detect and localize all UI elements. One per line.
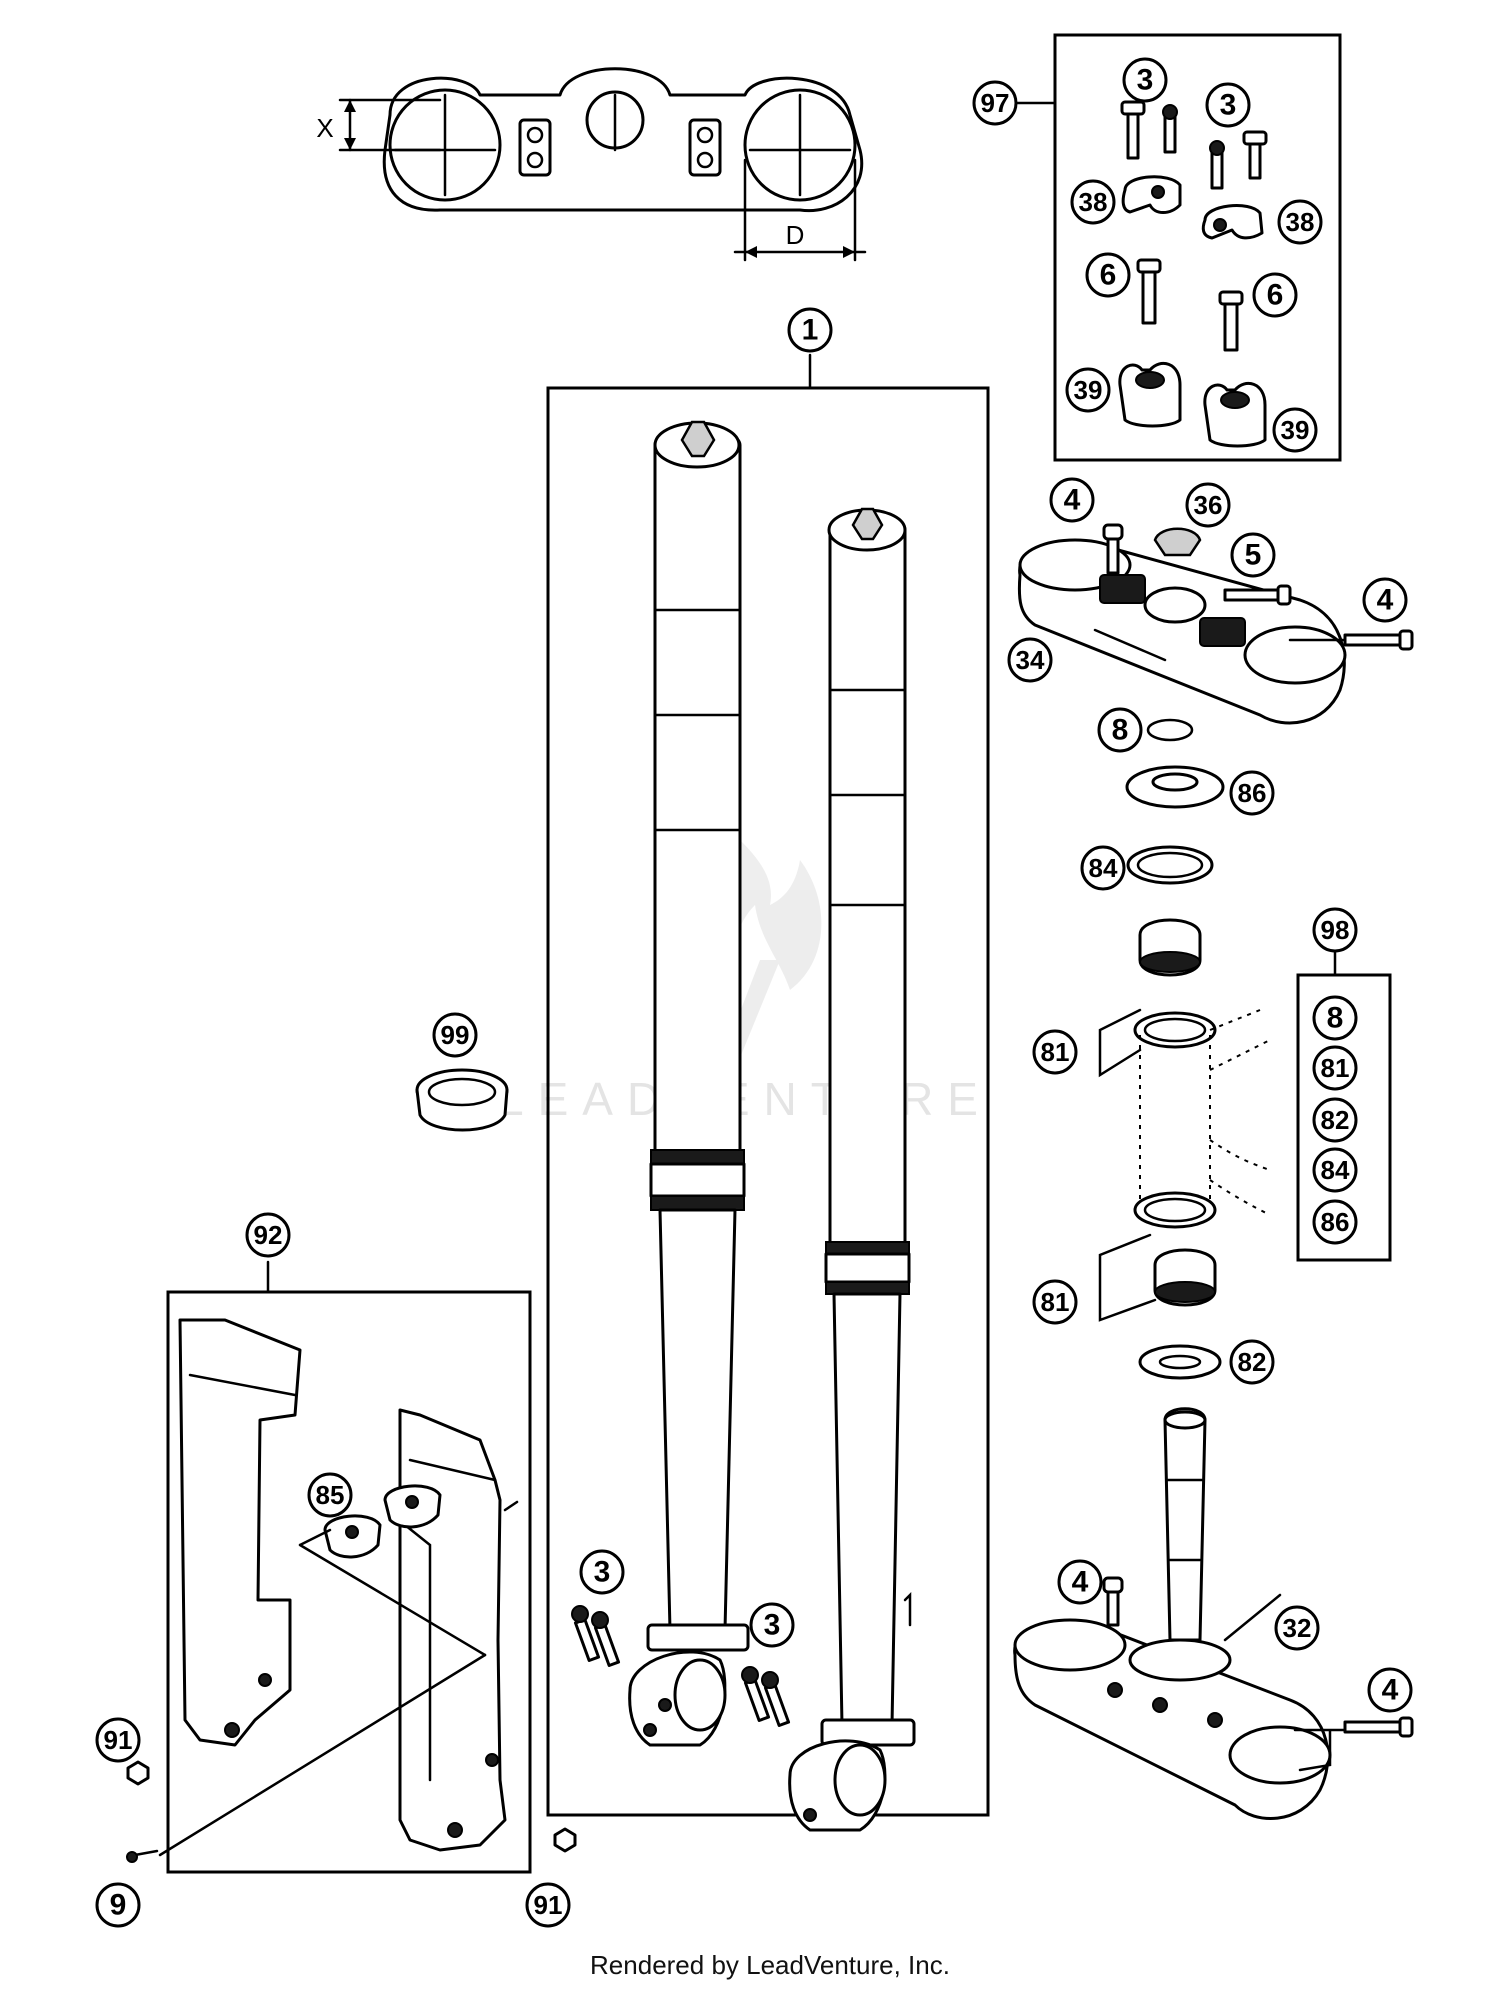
callout-5: 5 bbox=[1230, 532, 1276, 578]
seal-ring-99 bbox=[415, 1068, 509, 1132]
callout-98-82: 82 bbox=[1312, 1097, 1358, 1143]
svg-text:6: 6 bbox=[1100, 259, 1117, 292]
callout-39b: 39 bbox=[1272, 407, 1318, 453]
upper-triple-clamp-34 bbox=[1017, 523, 1414, 725]
callout-6b: 6 bbox=[1252, 272, 1298, 318]
callout-82: 82 bbox=[1229, 1339, 1275, 1385]
callout-4c: 4 bbox=[1057, 1559, 1103, 1605]
svg-text:85: 85 bbox=[316, 1480, 345, 1510]
svg-text:8: 8 bbox=[1327, 1002, 1344, 1035]
footer-credit: Rendered by LeadVenture, Inc. bbox=[0, 1950, 1500, 1981]
callout-99: 99 bbox=[432, 1012, 478, 1058]
callout-3c: 3 bbox=[579, 1549, 625, 1595]
callout-81b: 81 bbox=[1032, 1279, 1078, 1325]
callout-32: 32 bbox=[1274, 1605, 1320, 1651]
footer-credit-text: Rendered by LeadVenture, Inc. bbox=[590, 1950, 950, 1980]
callout-98-81: 81 bbox=[1312, 1045, 1358, 1091]
svg-text:39: 39 bbox=[1074, 375, 1103, 405]
callout-84: 84 bbox=[1080, 845, 1126, 891]
svg-text:99: 99 bbox=[441, 1020, 470, 1050]
svg-text:38: 38 bbox=[1286, 207, 1315, 237]
callout-91a: 91 bbox=[95, 1717, 141, 1763]
svg-text:91: 91 bbox=[104, 1725, 133, 1755]
svg-text:3: 3 bbox=[1137, 64, 1154, 97]
svg-text:4: 4 bbox=[1382, 1674, 1399, 1707]
callout-91b: 91 bbox=[525, 1882, 571, 1928]
svg-text:91: 91 bbox=[534, 1890, 563, 1920]
svg-text:34: 34 bbox=[1016, 645, 1045, 675]
svg-text:4: 4 bbox=[1072, 1566, 1089, 1599]
svg-text:81: 81 bbox=[1041, 1037, 1070, 1067]
callout-81a: 81 bbox=[1032, 1029, 1078, 1075]
lower-triple-clamp-32 bbox=[1013, 1407, 1414, 1820]
svg-text:5: 5 bbox=[1245, 539, 1262, 572]
callout-4a: 4 bbox=[1049, 477, 1095, 523]
callout-3d: 3 bbox=[749, 1602, 795, 1648]
svg-text:32: 32 bbox=[1283, 1613, 1312, 1643]
callout-4d: 4 bbox=[1367, 1667, 1413, 1713]
steering-bearing-parts bbox=[1098, 718, 1271, 1380]
svg-text:1: 1 bbox=[802, 314, 819, 347]
svg-text:84: 84 bbox=[1089, 853, 1118, 883]
callout-3b: 3 bbox=[1205, 82, 1251, 128]
svg-text:98: 98 bbox=[1321, 915, 1350, 945]
svg-text:39: 39 bbox=[1281, 415, 1310, 445]
callout-4b: 4 bbox=[1362, 577, 1408, 623]
triple-clamp-dimension-view: X D bbox=[316, 67, 867, 262]
callout-98-8: 8 bbox=[1312, 995, 1358, 1041]
handlebar-clamp-kit-97 bbox=[1013, 33, 1342, 462]
svg-text:4: 4 bbox=[1377, 584, 1394, 617]
svg-text:3: 3 bbox=[594, 1556, 611, 1589]
svg-text:86: 86 bbox=[1321, 1207, 1350, 1237]
callout-98-86: 86 bbox=[1312, 1199, 1358, 1245]
callout-9: 9 bbox=[95, 1882, 141, 1928]
callout-8: 8 bbox=[1097, 707, 1143, 753]
svg-text:4: 4 bbox=[1064, 484, 1081, 517]
svg-text:81: 81 bbox=[1041, 1287, 1070, 1317]
svg-text:97: 97 bbox=[981, 88, 1010, 118]
svg-text:3: 3 bbox=[1220, 89, 1237, 122]
svg-text:9: 9 bbox=[110, 1889, 127, 1922]
callout-85: 85 bbox=[307, 1472, 353, 1518]
callout-98-84: 84 bbox=[1312, 1147, 1358, 1193]
svg-text:82: 82 bbox=[1321, 1105, 1350, 1135]
callout-39a: 39 bbox=[1065, 367, 1111, 413]
front-fork-assembly-1 bbox=[546, 353, 990, 1832]
svg-text:38: 38 bbox=[1079, 187, 1108, 217]
callout-86: 86 bbox=[1229, 770, 1275, 816]
svg-text:92: 92 bbox=[254, 1220, 283, 1250]
bearing-kit-98 bbox=[1296, 948, 1392, 1262]
callout-92: 92 bbox=[245, 1212, 291, 1258]
callout-3a: 3 bbox=[1122, 57, 1168, 103]
callout-36: 36 bbox=[1185, 482, 1231, 528]
dimension-d-label: D bbox=[786, 220, 805, 250]
svg-text:86: 86 bbox=[1238, 778, 1267, 808]
fork-guard-kit-92 bbox=[126, 1260, 577, 1874]
svg-text:3: 3 bbox=[764, 1609, 781, 1642]
svg-text:82: 82 bbox=[1238, 1347, 1267, 1377]
callout-34: 34 bbox=[1007, 637, 1053, 683]
callout-38a: 38 bbox=[1070, 179, 1116, 225]
svg-text:84: 84 bbox=[1321, 1155, 1350, 1185]
svg-text:6: 6 bbox=[1267, 279, 1284, 312]
watermark: LEADVENTURE bbox=[498, 840, 992, 1125]
watermark-text: LEADVENTURE bbox=[498, 1073, 992, 1125]
callout-1: 1 bbox=[787, 307, 833, 353]
svg-text:81: 81 bbox=[1321, 1053, 1350, 1083]
callout-6a: 6 bbox=[1085, 252, 1131, 298]
svg-text:8: 8 bbox=[1112, 714, 1129, 747]
callout-98: 98 bbox=[1312, 907, 1358, 953]
callout-97: 97 bbox=[972, 80, 1018, 126]
svg-text:36: 36 bbox=[1194, 490, 1223, 520]
callout-38b: 38 bbox=[1277, 199, 1323, 245]
dimension-x-label: X bbox=[316, 113, 333, 143]
